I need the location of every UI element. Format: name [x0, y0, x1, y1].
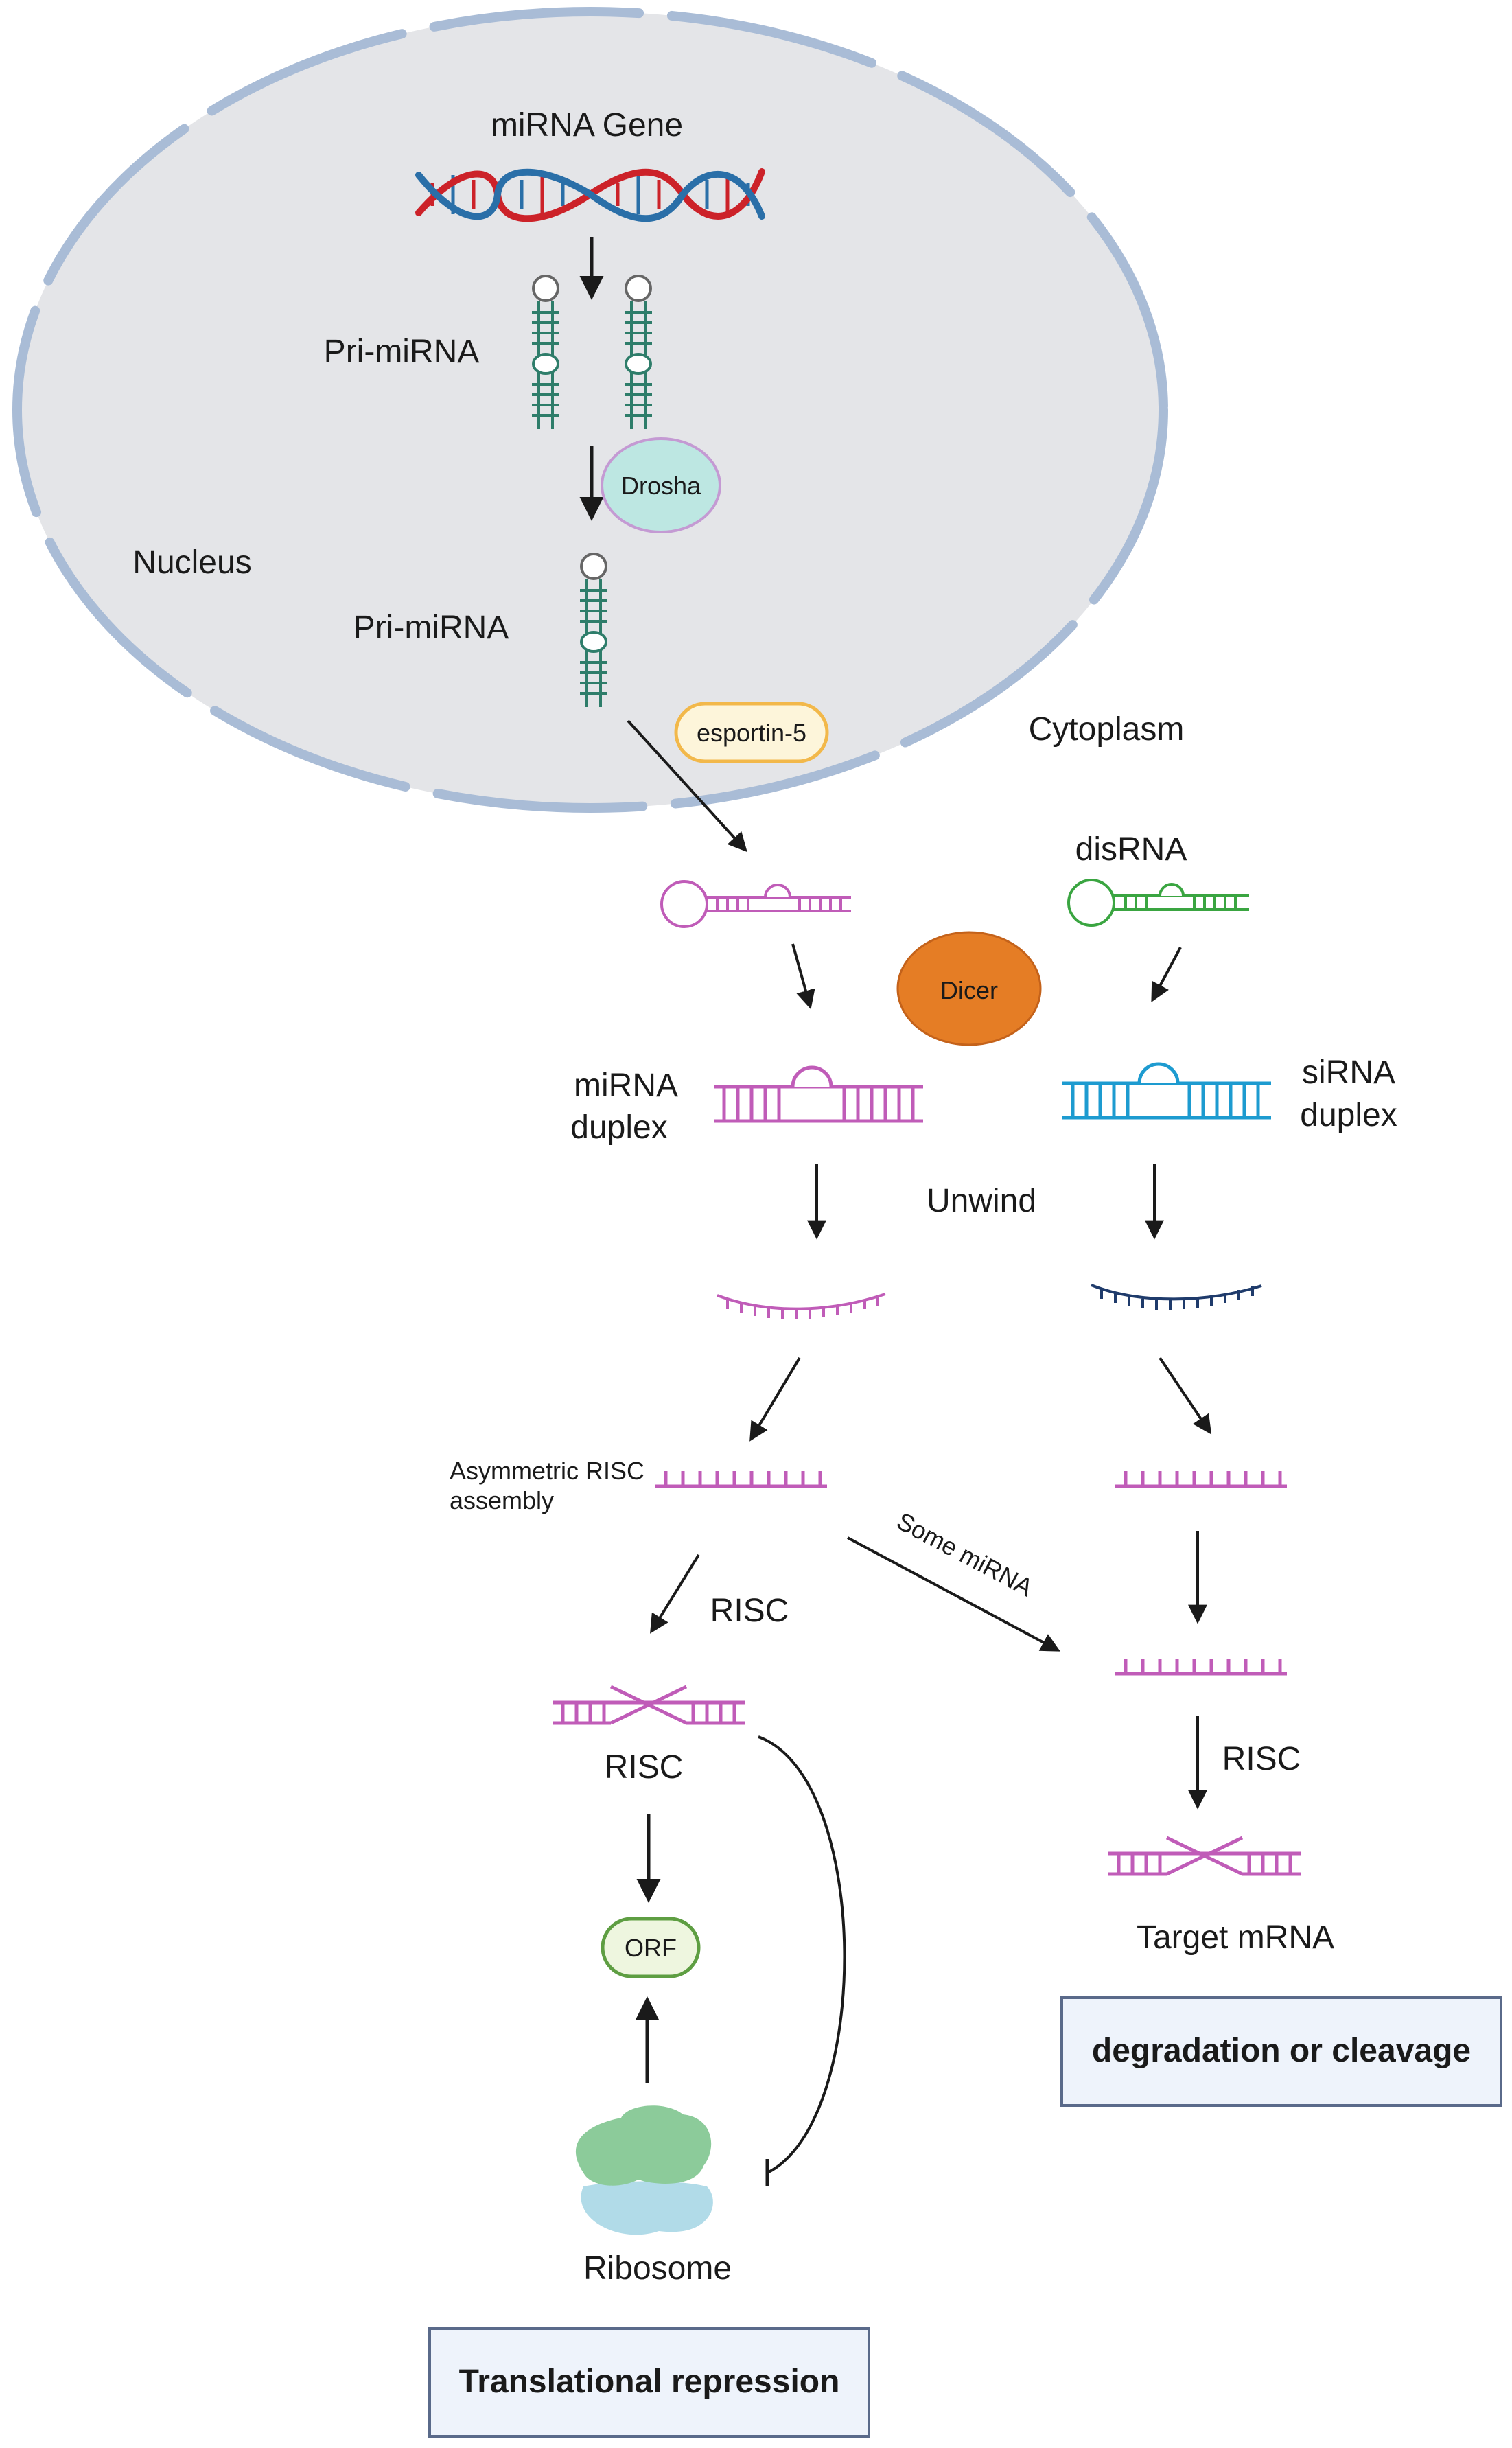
arrow-to-asym-risc — [749, 1356, 801, 1442]
pri-mirna-label-2: Pri-miRNA — [353, 610, 509, 646]
drosha-label: Drosha — [621, 472, 701, 500]
cytoplasm-label: Cytoplasm — [1029, 711, 1185, 748]
mirna-duplex-icon — [714, 1065, 923, 1123]
asym-risc-label-line2: assembly — [450, 1486, 554, 1514]
mirna-duplex-label-line2: duplex — [570, 1109, 667, 1146]
mirna-guide-strand-icon — [655, 1471, 827, 1488]
nucleus-label: Nucleus — [132, 544, 251, 581]
exportin-badge — [674, 702, 829, 763]
translational-repression-label: Translational repression — [459, 2364, 840, 2400]
degradation-label: degradation or cleavage — [1092, 2033, 1471, 2069]
risc-complex-icon — [553, 1685, 745, 1725]
mirna-duplex-label-line1: miRNA — [574, 1067, 678, 1104]
target-mrna-risc-icon — [1108, 1836, 1301, 1876]
pri-mirna-label: Pri-miRNA — [324, 334, 480, 370]
unwind-label: Unwind — [927, 1183, 1036, 1219]
risc-complex-label: RISC — [605, 1749, 684, 1786]
disrna-hairpin-icon — [1067, 879, 1249, 927]
arrow-some-mirna — [847, 1536, 1060, 1652]
nucleus-body — [17, 12, 1163, 808]
nuclear-envelope — [12, 7, 1168, 813]
pre-mirna-cytoplasm-icon — [660, 880, 851, 928]
sirna-single-strand-icon — [1091, 1284, 1262, 1310]
dicer-label: Dicer — [940, 976, 998, 1004]
nucleus — [12, 7, 1168, 813]
mirna-gene-label: miRNA Gene — [491, 107, 683, 143]
sirna-duplex-label-line2: duplex — [1300, 1097, 1397, 1133]
translational-repression-box — [428, 2327, 870, 2438]
pri-mirna-hairpin-icon — [625, 275, 652, 429]
disrna-label: disRNA — [1075, 831, 1187, 868]
pri-mirna-hairpin-icon — [532, 275, 559, 429]
arrow-to-sirna-duplex — [1151, 947, 1182, 1002]
exportin-label: esportin-5 — [697, 719, 806, 747]
target-mrna-label: Target mRNA — [1137, 1919, 1334, 1956]
target-guide-strand-icon — [1115, 1659, 1287, 1676]
orf-label: ORF — [625, 1934, 677, 1962]
degradation-box — [1060, 1996, 1502, 2107]
dicer-enzyme — [896, 931, 1042, 1046]
arrow-export — [627, 719, 747, 853]
some-mirna-label: Some miRNA — [892, 1507, 1038, 1602]
dna-helix-icon — [415, 168, 765, 222]
orf-badge — [601, 1917, 701, 1978]
inhibition-line — [758, 1735, 846, 2174]
asym-risc-label-line1: Asymmetric RISC — [450, 1457, 644, 1485]
risc-arrow-label: RISC — [710, 1593, 789, 1629]
ribosome-icon — [575, 2105, 713, 2235]
arrow-to-sirna-guide — [1159, 1356, 1212, 1435]
pre-mirna-hairpin-icon — [580, 553, 607, 707]
sirna-duplex-label-line1: siRNA — [1302, 1054, 1395, 1091]
sirna-duplex-icon — [1062, 1062, 1271, 1120]
risc-right-label: RISC — [1222, 1741, 1301, 1777]
arrow-to-risc — [650, 1554, 700, 1634]
arrow-to-mirna-duplex — [791, 943, 815, 1010]
drosha-enzyme — [601, 437, 721, 533]
mirna-single-strand-icon — [717, 1293, 886, 1319]
sirna-guide-strand-icon — [1115, 1471, 1287, 1488]
ribosome-label: Ribosome — [583, 2250, 732, 2287]
